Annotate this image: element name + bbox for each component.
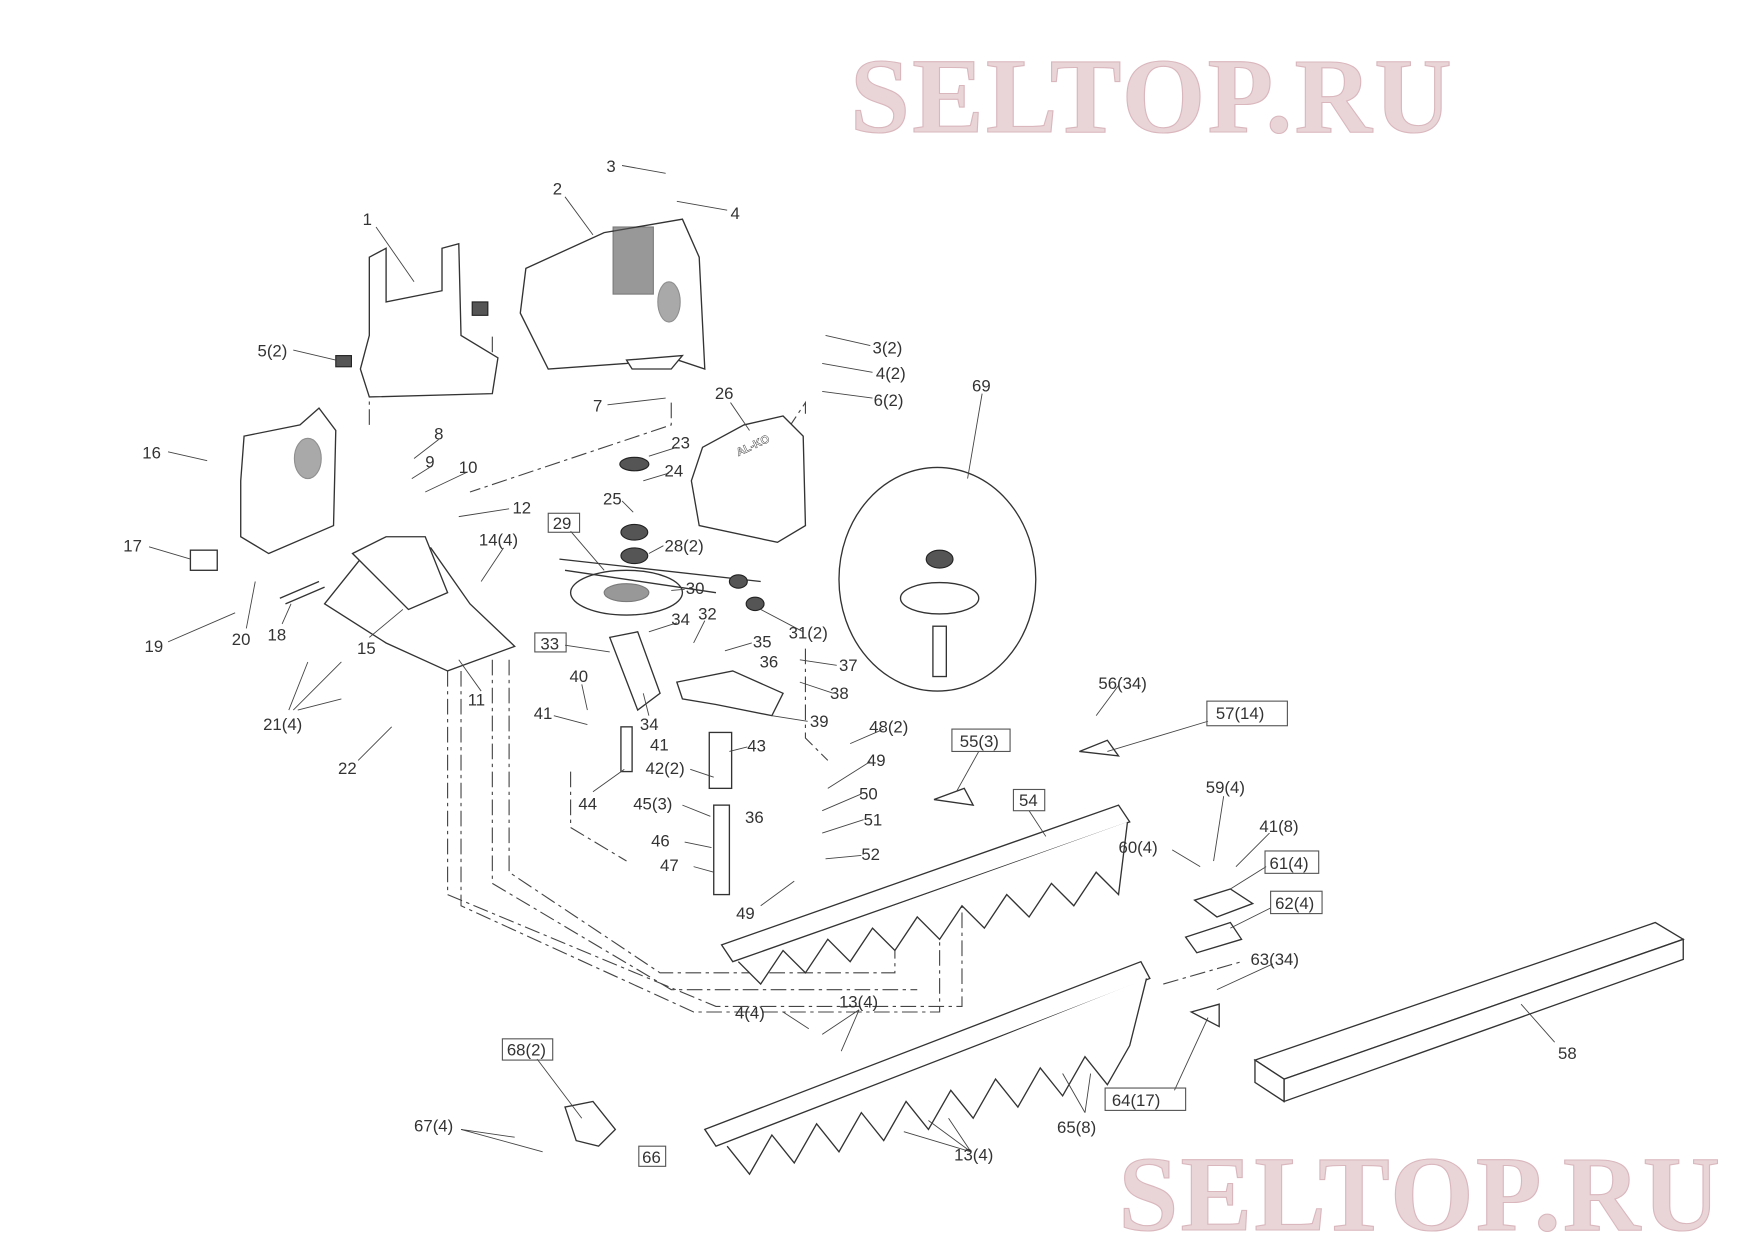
label-44: 44 xyxy=(578,795,597,814)
label-13-upper: 13(4) xyxy=(839,993,878,1012)
label-49-upper: 49 xyxy=(867,751,886,770)
label-33: 33 xyxy=(540,635,559,654)
detail-circle-69 xyxy=(838,466,1037,692)
drive-arm xyxy=(608,631,784,896)
label-52: 52 xyxy=(861,845,880,864)
label-20: 20 xyxy=(232,630,251,649)
label-16: 16 xyxy=(142,443,161,462)
label-62: 62(4) xyxy=(1275,894,1314,913)
label-21: 21(4) xyxy=(263,715,302,734)
label-4-4: 4(4) xyxy=(735,1004,765,1023)
engine-housing xyxy=(189,407,337,605)
label-14: 14(4) xyxy=(479,531,518,550)
label-64: 64(17) xyxy=(1112,1091,1160,1110)
watermark-top: SELTOP.RU xyxy=(850,37,1454,156)
label-51: 51 xyxy=(864,810,883,829)
label-69: 69 xyxy=(972,376,991,395)
label-8: 8 xyxy=(434,424,443,443)
label-9: 9 xyxy=(425,452,434,471)
label-46: 46 xyxy=(651,832,670,851)
label-40: 40 xyxy=(569,667,588,686)
label-1: 1 xyxy=(363,210,372,229)
label-54: 54 xyxy=(1019,791,1038,810)
label-13-lower: 13(4) xyxy=(954,1146,993,1165)
label-25: 25 xyxy=(603,489,622,508)
label-63: 63(34) xyxy=(1250,950,1298,969)
label-37: 37 xyxy=(839,656,858,675)
part-58-rail xyxy=(1253,921,1685,1103)
label-34-lower: 34 xyxy=(640,715,659,734)
label-4: 4 xyxy=(731,204,740,223)
knife-bar-upper xyxy=(720,804,1131,986)
label-48: 48(2) xyxy=(869,717,908,736)
label-7: 7 xyxy=(593,397,602,416)
label-22: 22 xyxy=(338,759,357,778)
label-3: 3 xyxy=(606,157,615,176)
label-49-lower: 49 xyxy=(736,904,755,923)
label-68: 68(2) xyxy=(507,1041,546,1060)
part-1-bracket xyxy=(335,242,499,398)
label-61: 61(4) xyxy=(1269,854,1308,873)
label-17: 17 xyxy=(123,536,142,555)
label-11: 11 xyxy=(468,691,485,710)
label-28: 28(2) xyxy=(665,536,704,555)
label-36-lower: 36 xyxy=(745,808,764,827)
label-29: 29 xyxy=(553,514,572,533)
label-58: 58 xyxy=(1558,1044,1577,1063)
boxed-label-frames xyxy=(501,512,1323,1167)
base-plate xyxy=(323,536,516,672)
label-35: 35 xyxy=(753,632,772,651)
label-32: 32 xyxy=(698,605,717,624)
part-2-cover xyxy=(519,218,706,370)
pulley-assembly xyxy=(559,456,765,616)
label-5: 5(2) xyxy=(258,342,288,361)
label-34-upper: 34 xyxy=(671,610,690,629)
label-38: 38 xyxy=(830,684,849,703)
part-labels: 1 2 3 4 5(2) 3(2) 4(2) 6(2) 7 26 69 8 9 … xyxy=(123,157,1576,1167)
label-56: 56(34) xyxy=(1098,674,1146,693)
label-57: 57(14) xyxy=(1216,704,1264,723)
label-59: 59(4) xyxy=(1206,778,1245,797)
label-19: 19 xyxy=(145,637,164,656)
label-24: 24 xyxy=(665,461,684,480)
label-39: 39 xyxy=(810,712,829,731)
label-30: 30 xyxy=(686,579,705,598)
label-41-right: 41(8) xyxy=(1259,817,1298,836)
label-12: 12 xyxy=(512,498,531,517)
label-41-mid: 41 xyxy=(650,735,669,754)
label-4-2: 4(2) xyxy=(876,364,906,383)
label-55: 55(3) xyxy=(960,732,999,751)
label-66: 66 xyxy=(642,1148,661,1167)
label-67: 67(4) xyxy=(414,1117,453,1136)
guard-plates xyxy=(933,739,1255,1028)
label-31: 31(2) xyxy=(789,624,828,643)
label-23: 23 xyxy=(671,433,690,452)
label-26: 26 xyxy=(715,384,734,403)
label-45: 45(3) xyxy=(633,795,672,814)
label-47: 47 xyxy=(660,856,679,875)
watermark-bottom: SELTOP.RU xyxy=(1119,1135,1723,1239)
leader-lines xyxy=(148,165,1555,1153)
label-43: 43 xyxy=(747,736,766,755)
label-18: 18 xyxy=(268,626,287,645)
label-50: 50 xyxy=(859,785,878,804)
label-36-upper: 36 xyxy=(760,653,779,672)
part-26-cover: AL-KO xyxy=(690,415,807,544)
label-10: 10 xyxy=(459,458,478,477)
label-6: 6(2) xyxy=(874,391,904,410)
label-65: 65(8) xyxy=(1057,1118,1096,1137)
label-41-left: 41 xyxy=(534,704,553,723)
watermarks: SELTOP.RU SELTOP.RU xyxy=(850,36,1723,1239)
label-60: 60(4) xyxy=(1119,838,1158,857)
label-15: 15 xyxy=(357,639,376,658)
label-42: 42(2) xyxy=(646,759,685,778)
label-2: 2 xyxy=(553,180,562,199)
label-3-2: 3(2) xyxy=(873,338,903,357)
